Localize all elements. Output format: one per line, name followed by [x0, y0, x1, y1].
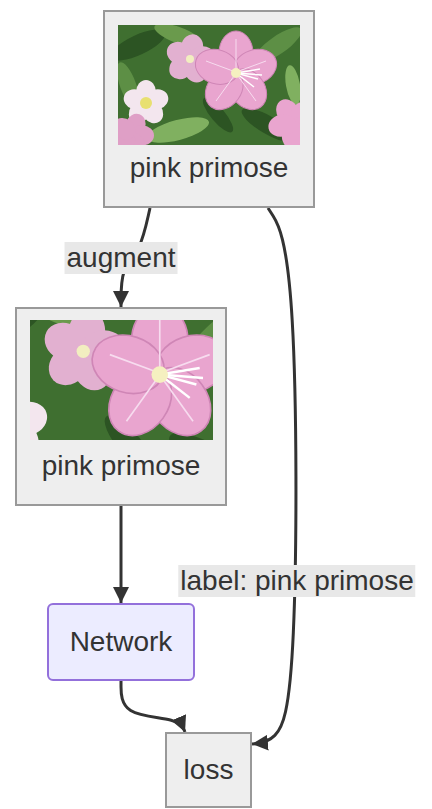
- node-label: Network: [70, 626, 173, 658]
- node-label: loss: [184, 754, 234, 786]
- image-box: pink primose: [15, 307, 227, 506]
- edge-label: label: pink primose: [178, 565, 415, 597]
- connector-arrow: [121, 681, 185, 732]
- image-box: pink primose: [103, 10, 315, 208]
- connector-arrow: [120, 506, 123, 603]
- edge-label: augment: [65, 242, 178, 274]
- node-label: pink primose: [130, 152, 289, 184]
- flower-photo: [98, 5, 328, 175]
- process-box: loss: [165, 732, 252, 808]
- flower-photo: [0, 261, 313, 544]
- node-label: pink primose: [42, 450, 201, 482]
- original-photo: [98, 5, 328, 175]
- augmented-photo: [0, 261, 313, 544]
- connector-arrow: [252, 208, 296, 744]
- process-box: Network: [47, 603, 195, 681]
